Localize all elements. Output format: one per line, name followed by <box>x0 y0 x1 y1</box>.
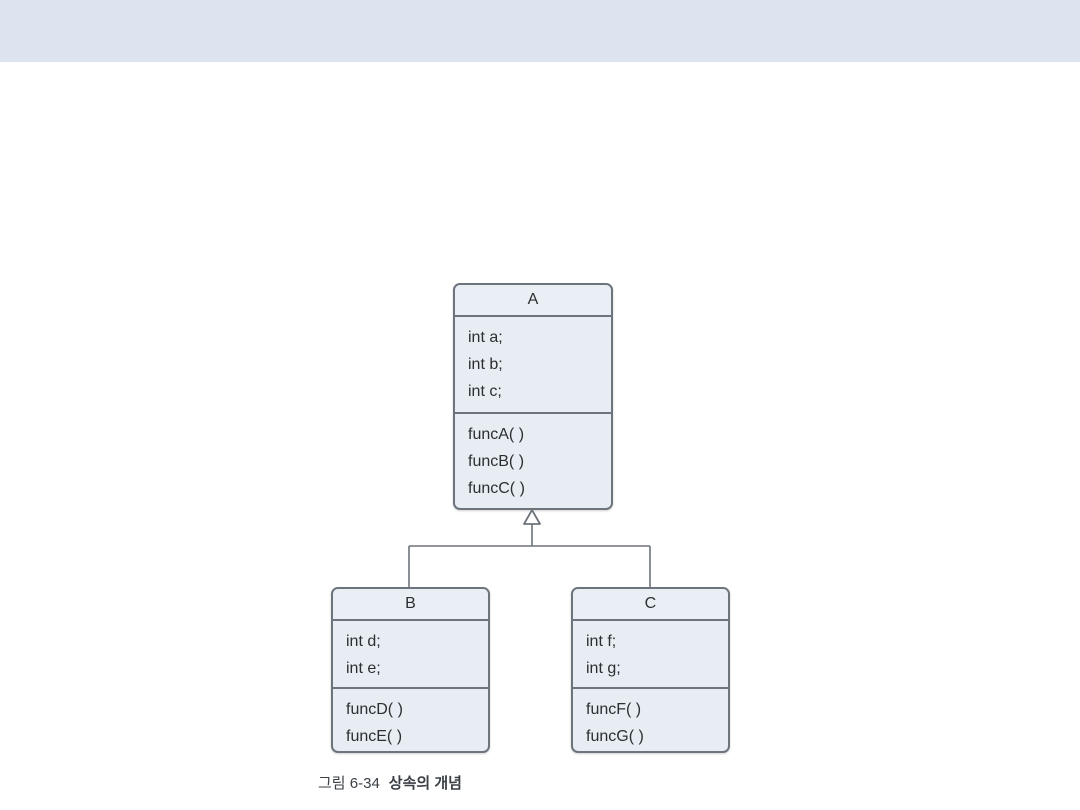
inheritance-connector <box>408 509 651 588</box>
class-c-methods: funcF( ) funcG( ) <box>573 689 728 751</box>
class-a-methods: funcA( ) funcB( ) funcC( ) <box>455 414 611 508</box>
class-c-attribute: int g; <box>586 660 621 677</box>
figure-number: 그림 6-34 <box>318 775 380 792</box>
uml-class-a[interactable]: A int a; int b; int c; funcA( ) funcB( )… <box>453 283 613 510</box>
class-a-attribute: int b; <box>468 356 503 373</box>
class-b-attribute: int d; <box>346 633 381 650</box>
class-b-method: funcD( ) <box>346 701 403 718</box>
class-c-method: funcF( ) <box>586 701 642 718</box>
class-a-attribute: int c; <box>468 383 502 400</box>
class-b-attribute: int e; <box>346 660 381 677</box>
class-b-name: B <box>333 589 488 621</box>
uml-class-b[interactable]: B int d; int e; funcD( ) funcE( ) <box>331 587 490 753</box>
class-b-attributes: int d; int e; <box>333 621 488 689</box>
class-a-name: A <box>455 285 611 317</box>
class-a-attributes: int a; int b; int c; <box>455 317 611 414</box>
class-c-method: funcG( ) <box>586 728 644 745</box>
class-a-method: funcB( ) <box>468 453 525 470</box>
figure-title: 상속의 개념 <box>388 775 462 792</box>
figure-caption: 그림 6-34 상속의 개념 <box>318 775 462 793</box>
inheritance-triangle-icon <box>523 509 541 525</box>
class-b-methods: funcD( ) funcE( ) <box>333 689 488 751</box>
class-c-attribute: int f; <box>586 633 617 650</box>
class-a-method: funcA( ) <box>468 426 525 443</box>
top-banner <box>0 0 1080 62</box>
class-b-method: funcE( ) <box>346 728 403 745</box>
class-c-attributes: int f; int g; <box>573 621 728 689</box>
class-a-attribute: int a; <box>468 329 503 346</box>
class-a-method: funcC( ) <box>468 480 525 497</box>
uml-class-c[interactable]: C int f; int g; funcF( ) funcG( ) <box>571 587 730 753</box>
class-c-name: C <box>573 589 728 621</box>
